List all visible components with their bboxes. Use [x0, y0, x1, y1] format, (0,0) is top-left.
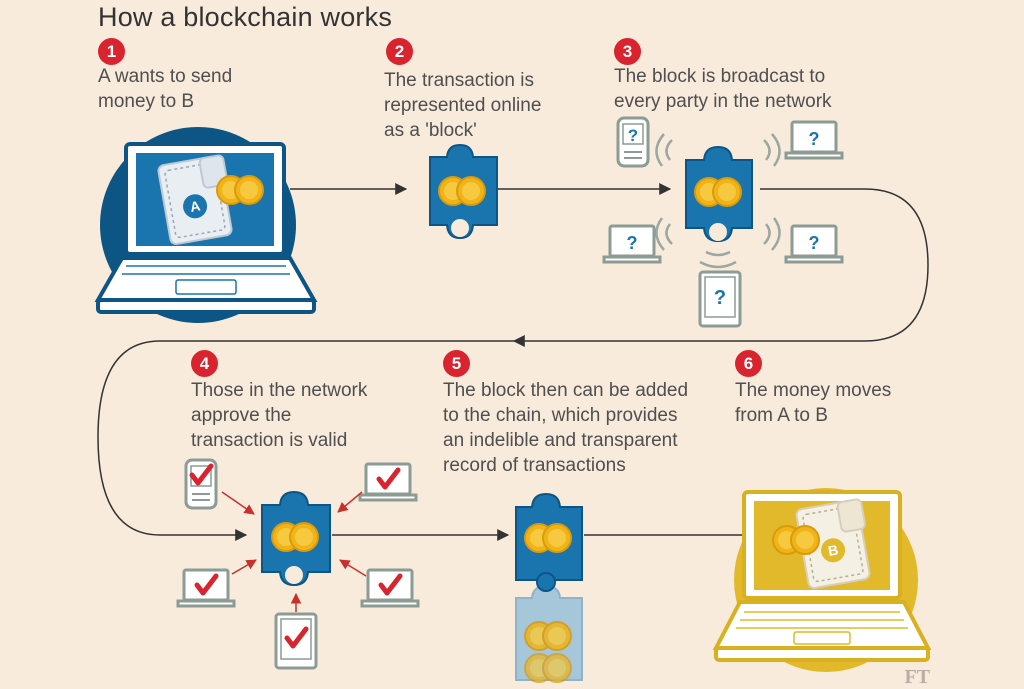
- flow-connectors: [97, 183, 929, 541]
- step-2-badge: 2: [386, 38, 413, 65]
- laptop-icon: [176, 568, 236, 608]
- step-3-badge: 3: [614, 38, 641, 65]
- diagram-title: How a blockchain works: [98, 2, 393, 32]
- step-1-badge: 1: [98, 38, 125, 65]
- unknown-mark: ?: [627, 233, 638, 253]
- step-6-text: The money moves from A to B: [735, 380, 892, 426]
- step-3-text: The block is broadcast to every party in…: [614, 66, 832, 112]
- step-4-badge: 4: [191, 350, 218, 377]
- laptop-a: A: [94, 127, 318, 323]
- step-6-badge: 6: [735, 350, 762, 377]
- laptop-b: B: [712, 488, 932, 672]
- step-5-badge: 5: [443, 350, 470, 377]
- block-step-2: [429, 143, 498, 240]
- laptop-icon: [358, 462, 418, 502]
- laptop-icon: [360, 568, 420, 608]
- step-1-text: A wants to send money to B: [98, 66, 233, 112]
- network-devices-step-3: ? ? ? ? ?: [602, 116, 844, 328]
- wallet-a-letter: A: [189, 197, 202, 215]
- step-4-text: Those in the network approve the transac…: [191, 380, 368, 451]
- block-step-3: [655, 133, 781, 269]
- unknown-mark: ?: [714, 287, 726, 309]
- step-5-text: The block then can be added to the chain…: [443, 380, 689, 476]
- block-step-4: [261, 490, 331, 587]
- phone-icon: [184, 458, 218, 510]
- wallet-a-icon: A: [157, 154, 233, 245]
- approval-arrows: [221, 491, 367, 612]
- laptop-icon: ?: [784, 224, 844, 264]
- wallet-b-letter: B: [827, 541, 840, 559]
- unknown-mark: ?: [809, 129, 820, 149]
- step-2-text: The transaction is represented online as…: [384, 70, 542, 141]
- block-chain-step-5: [515, 492, 583, 683]
- phone-icon: ?: [616, 116, 650, 168]
- source-tag: FT: [904, 666, 930, 688]
- unknown-mark: ?: [809, 233, 820, 253]
- tablet-icon: ?: [698, 270, 742, 328]
- tablet-icon: [274, 612, 318, 670]
- laptop-icon: ?: [784, 120, 844, 160]
- unknown-mark: ?: [628, 126, 638, 145]
- laptop-icon: ?: [602, 224, 662, 264]
